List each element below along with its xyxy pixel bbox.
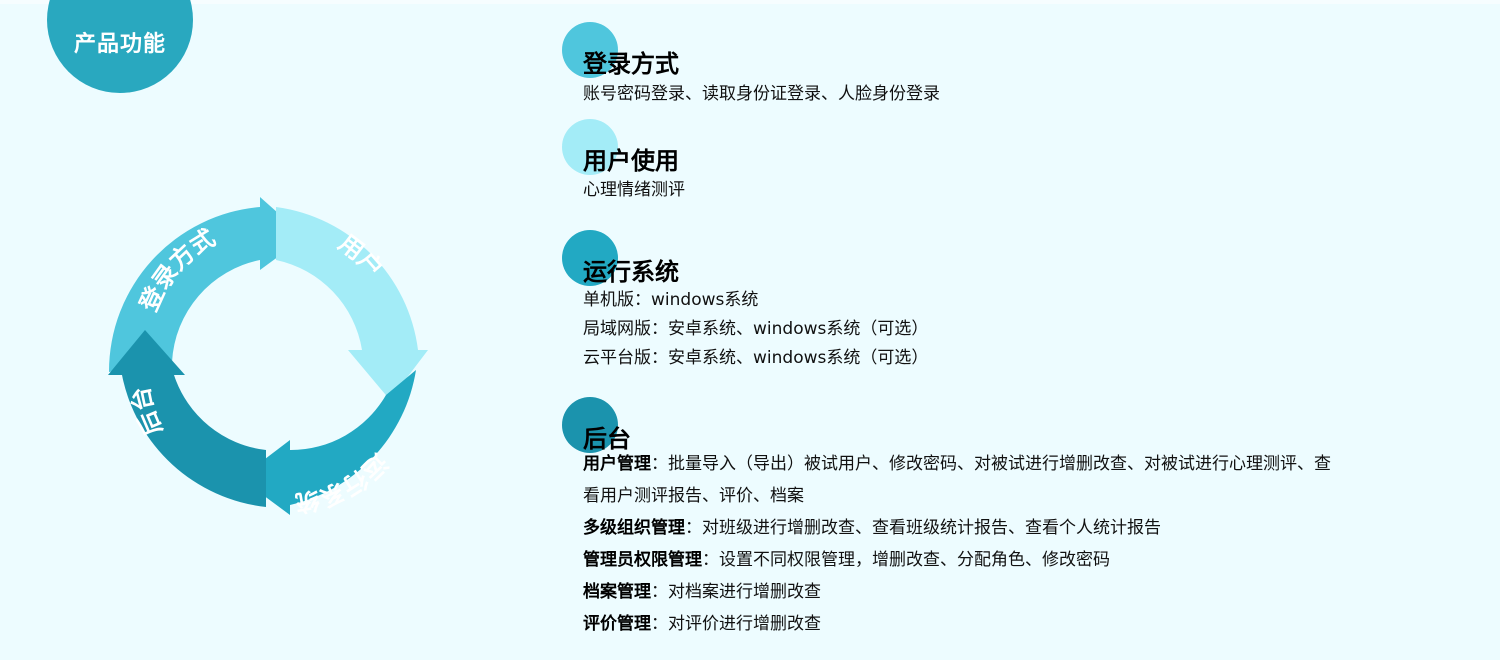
header-title: 产品功能 (73, 32, 166, 57)
backend-item-text: ：对档案进行增删改查 (651, 582, 821, 602)
section-title-system: 运行系统 (583, 258, 679, 286)
backend-item-archive-mgmt: 档案管理：对档案进行增删改查 (583, 576, 1463, 608)
login-line: 账号密码登录、读取身份证登录、人脸身份登录 (583, 84, 940, 104)
section-body-system: 单机版：windows系统 局域网版：安卓系统、windows系统（可选） 云平… (583, 286, 928, 373)
top-divider (0, 0, 1500, 4)
backend-item-eval-mgmt: 评价管理：对评价进行增删改查 (583, 608, 1463, 640)
backend-item-user-mgmt-cont: 看用户测评报告、评价、档案 (583, 480, 1463, 512)
section-title-backend: 后台 (583, 425, 631, 453)
section-body-login: 账号密码登录、读取身份证登录、人脸身份登录 (583, 80, 940, 109)
cycle-diagram: 登录方式 用户 运行系统 后台 (108, 197, 428, 517)
section-dot-usage (562, 119, 618, 175)
section-title-usage: 用户使用 (583, 147, 679, 175)
section-dot-system (562, 230, 618, 286)
section-body-backend: 用户管理：批量导入（导出）被试用户、修改密码、对被试进行增删改查、对被试进行心理… (583, 448, 1463, 640)
backend-item-text: 看用户测评报告、评价、档案 (583, 486, 804, 506)
section-dot-login (562, 22, 618, 78)
backend-item-text: ：对班级进行增删改查、查看班级统计报告、查看个人统计报告 (685, 518, 1161, 538)
usage-line: 心理情绪测评 (583, 180, 685, 200)
backend-item-text: ：批量导入（导出）被试用户、修改密码、对被试进行增删改查、对被试进行心理测评、查 (651, 454, 1331, 474)
cycle-segment-user (276, 207, 428, 400)
system-line-cloud: 云平台版：安卓系统、windows系统（可选） (583, 348, 929, 368)
system-line-lan: 局域网版：安卓系统、windows系统（可选） (583, 319, 929, 339)
backend-item-label: 用户管理 (583, 454, 651, 474)
section-body-usage: 心理情绪测评 (583, 176, 685, 205)
section-title-login: 登录方式 (583, 50, 679, 78)
cycle-segment-system (240, 370, 416, 515)
section-dot-backend (562, 397, 618, 453)
backend-item-admin-perm: 管理员权限管理：设置不同权限管理，增删改查、分配角色、修改密码 (583, 544, 1463, 576)
backend-item-label: 档案管理 (583, 582, 651, 602)
backend-item-label: 评价管理 (583, 614, 651, 634)
cycle-segment-backend (108, 330, 266, 507)
backend-item-user-mgmt: 用户管理：批量导入（导出）被试用户、修改密码、对被试进行增删改查、对被试进行心理… (583, 448, 1463, 480)
backend-item-text: ：设置不同权限管理，增删改查、分配角色、修改密码 (702, 550, 1110, 570)
backend-item-label: 管理员权限管理 (583, 550, 702, 570)
cycle-segment-login (108, 197, 305, 372)
system-line-standalone: 单机版：windows系统 (583, 290, 759, 310)
backend-item-text: ：对评价进行增删改查 (651, 614, 821, 634)
backend-item-org-mgmt: 多级组织管理：对班级进行增删改查、查看班级统计报告、查看个人统计报告 (583, 512, 1463, 544)
backend-item-label: 多级组织管理 (583, 518, 685, 538)
